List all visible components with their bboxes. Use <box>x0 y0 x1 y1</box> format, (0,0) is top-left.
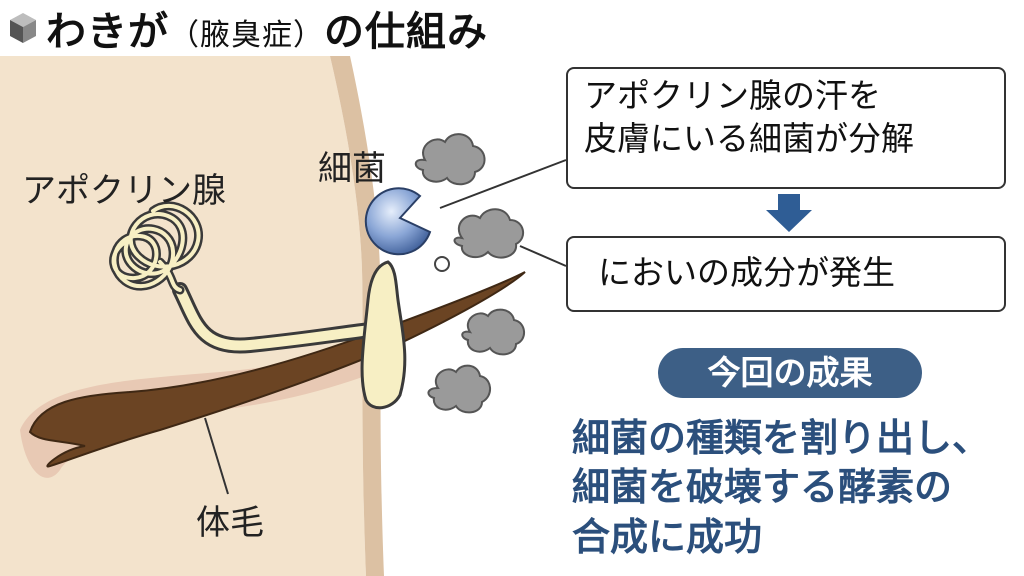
result-line-1: 細菌の種類を割り出し、 <box>572 416 991 460</box>
skin-edge <box>330 56 384 576</box>
skin-region <box>0 56 366 576</box>
leader-line-hair <box>204 417 229 495</box>
cube-icon <box>10 13 36 43</box>
callout-decompose-line-2: 皮膚にいる細菌が分解 <box>584 118 914 158</box>
cloud-icon-2 <box>453 208 525 259</box>
callout-decompose: アポクリン腺の汗を 皮膚にいる細菌が分解 <box>566 67 1006 189</box>
label-body-hair: 体毛 <box>196 503 264 543</box>
title-sub: （腋臭症） <box>169 18 324 53</box>
label-apocrine-gland: アポクリン腺 <box>22 171 226 211</box>
callout-odor: においの成分が発生 <box>566 236 1006 312</box>
cloud-icon-1 <box>414 133 486 186</box>
apocrine-gland-coil <box>109 201 203 295</box>
odor-cloud-icons <box>414 133 525 414</box>
down-arrow-icon <box>766 194 812 232</box>
title-bar: わきが（腋臭症）の仕組み <box>8 4 488 55</box>
result-line-3: 合成に成功 <box>572 514 763 559</box>
page-title: わきが（腋臭症）の仕組み <box>46 0 488 57</box>
bacteria-icon <box>364 187 432 256</box>
result-line-2: 細菌を破壊する酵素の <box>572 465 953 510</box>
body-hair <box>28 271 526 468</box>
callout-odor-text: においの成分が発生 <box>598 253 895 292</box>
bacteria-small-icon <box>434 256 450 272</box>
cloud-icon-3 <box>461 308 525 356</box>
callout-decompose-line-1: アポクリン腺の汗を <box>584 76 881 115</box>
title-main: わきが <box>46 9 169 55</box>
title-tail: の仕組み <box>324 9 488 55</box>
leader-line-decompose <box>439 159 567 209</box>
gland-pore <box>360 260 407 410</box>
result-badge: 今回の成果 <box>658 348 922 398</box>
cloud-icon-4 <box>427 364 491 414</box>
label-bacteria: 細菌 <box>318 149 386 189</box>
result-text: 細菌の種類を割り出し、 細菌を破壊する酵素の 合成に成功 <box>572 414 1024 562</box>
leader-line-odor <box>519 245 567 267</box>
